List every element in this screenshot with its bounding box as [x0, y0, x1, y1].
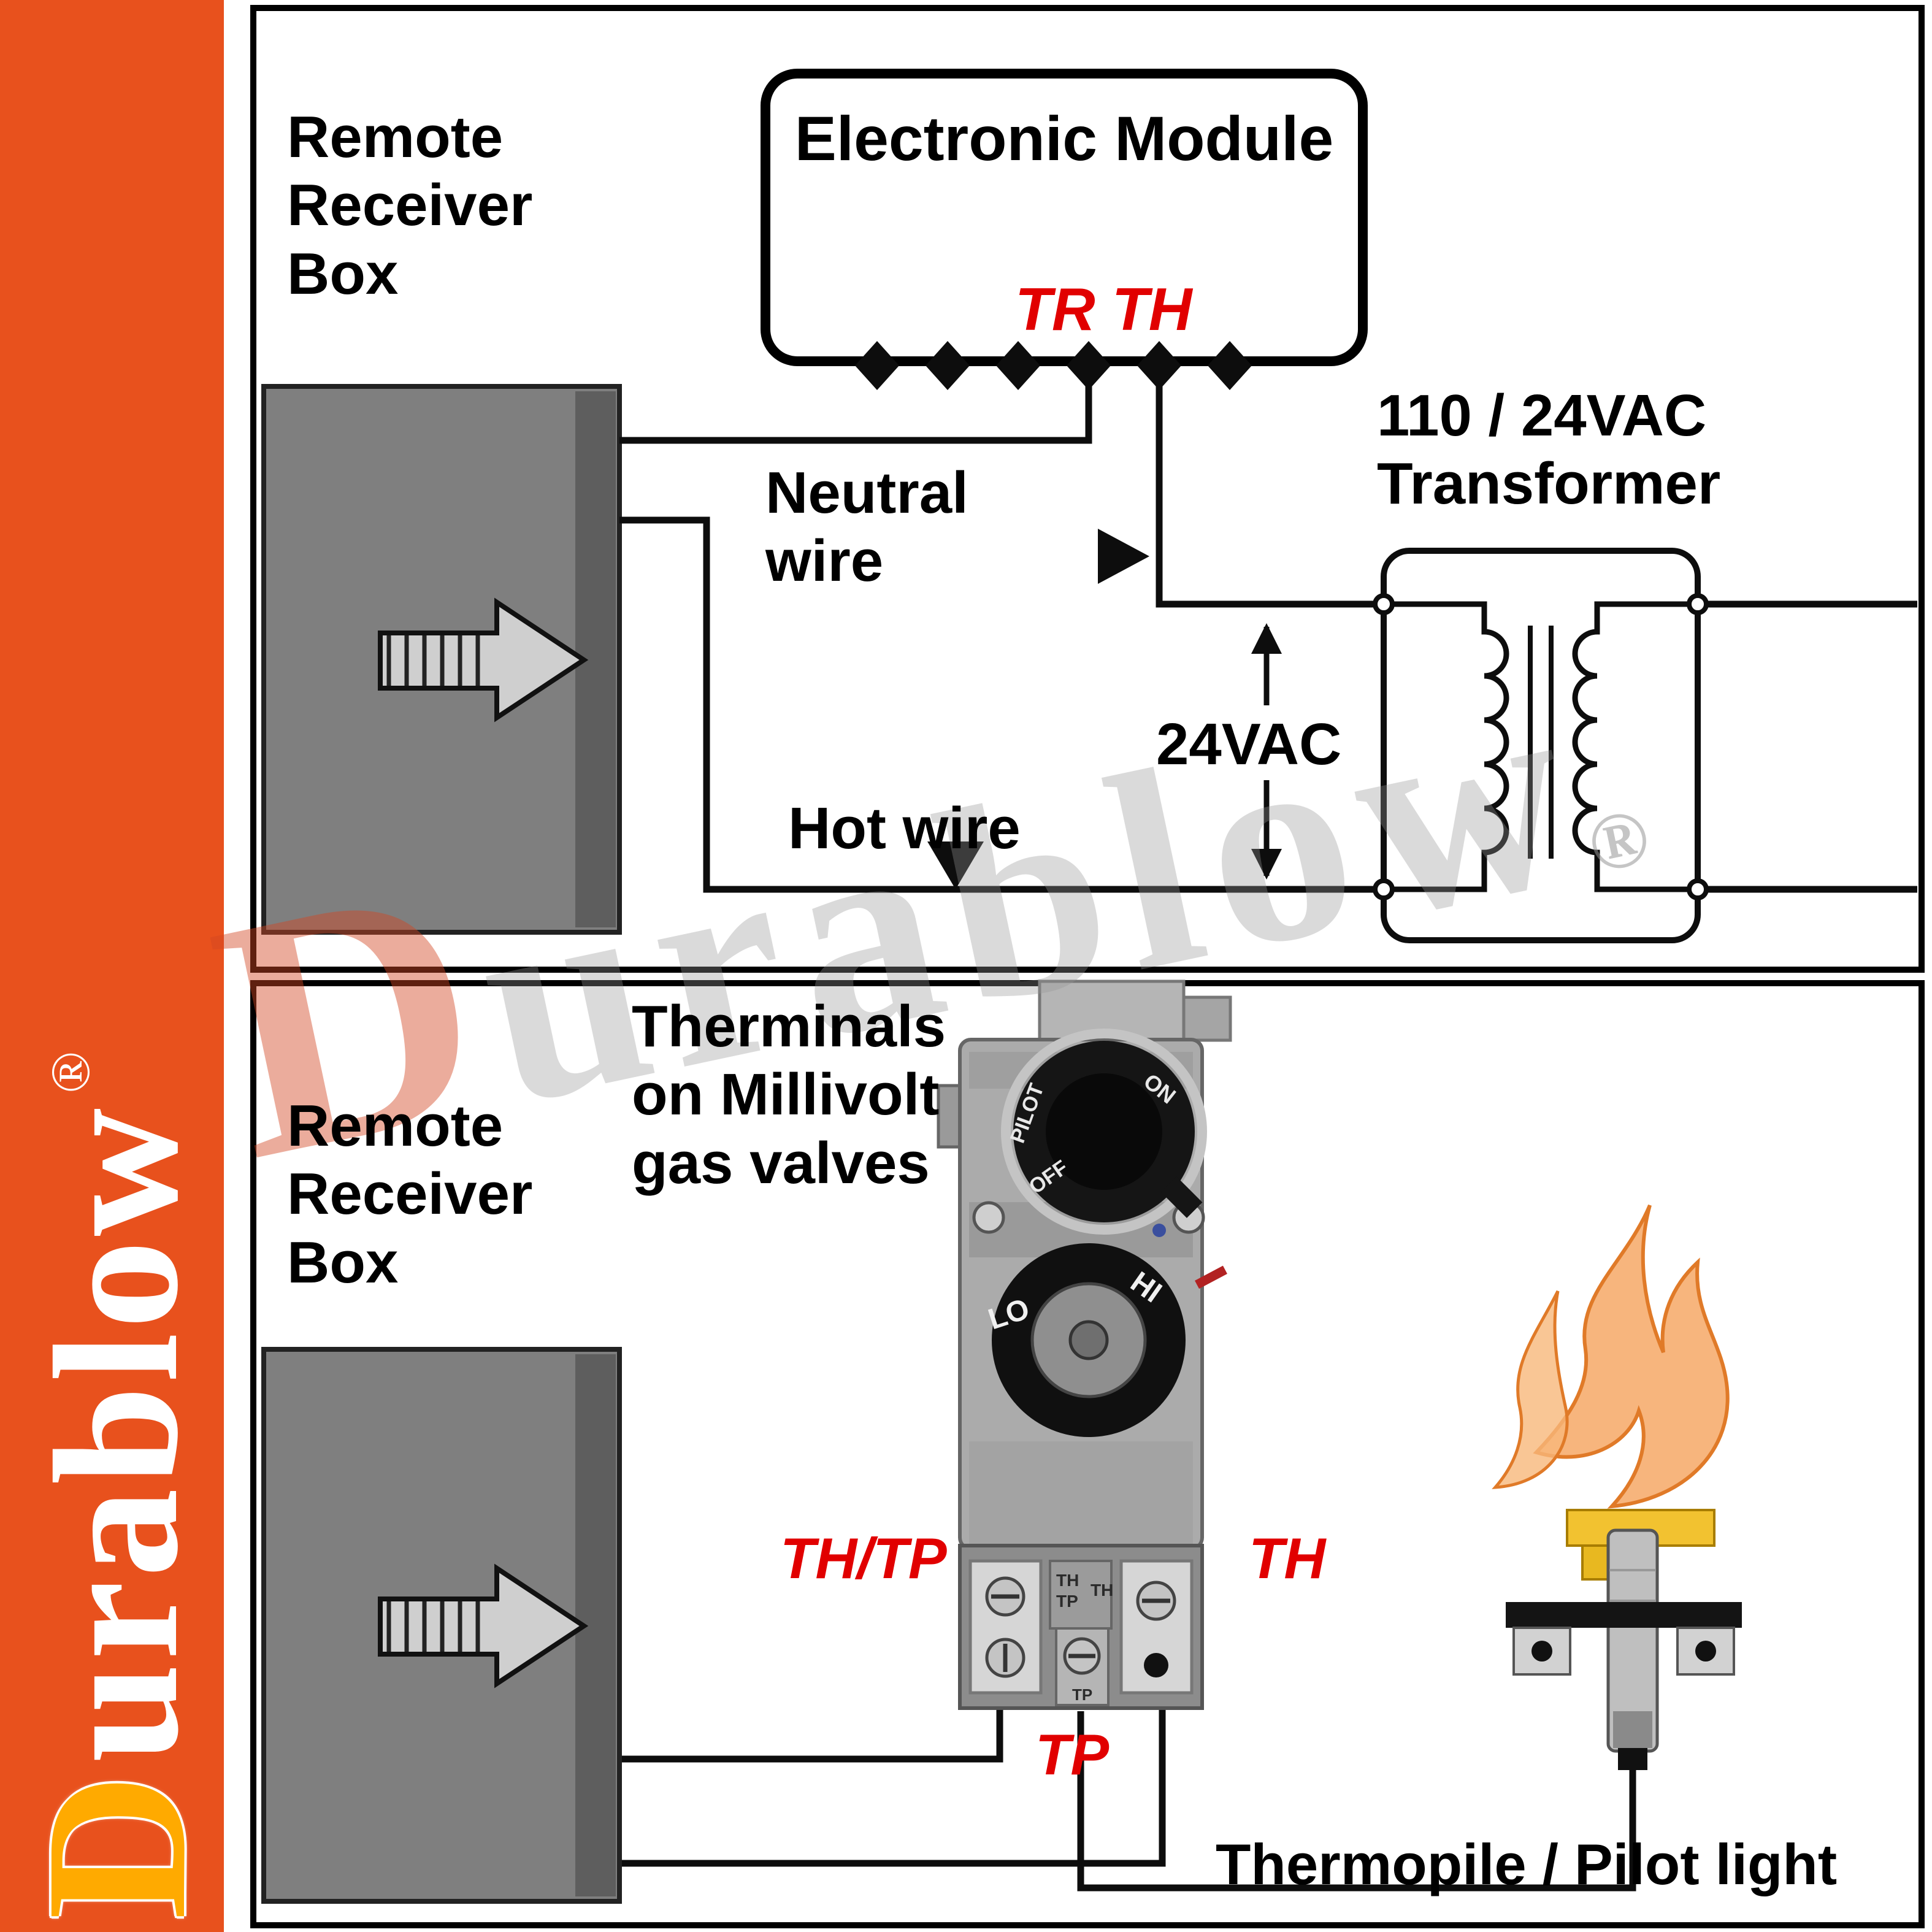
- transformer-secondary-coil: [1572, 601, 1690, 892]
- thermopile-lower: [1613, 1711, 1652, 1748]
- thermopile-pilot-label: Thermopile / Pilot light: [1216, 1832, 1838, 1896]
- arrow-hatching: [386, 635, 480, 686]
- electronic-module-title: Electronic Module: [794, 104, 1334, 174]
- wire-tr-to-receiver: [619, 367, 1092, 444]
- pilot-mount-bar: [1506, 1602, 1742, 1628]
- knob-bezel: [1001, 1029, 1207, 1235]
- wire-receiver-to-thtp: [622, 1699, 1003, 1763]
- neutral-wire-label: Neutral wire: [765, 460, 968, 594]
- wire-receiver-to-th: [622, 1699, 1166, 1867]
- remote-receiver-box-label-top: Remote Receiver Box: [287, 104, 533, 307]
- hot-arrowhead-icon: [927, 841, 984, 889]
- hot-wire-label: Hot wire: [788, 795, 1021, 861]
- terminal-hole: [1144, 1653, 1168, 1677]
- valve-blue-dot: [1152, 1224, 1166, 1237]
- wire-neutral: [1156, 367, 1378, 608]
- thermopile-pilot-graphic: [1506, 1509, 1742, 1770]
- transformer-terminal: [1687, 593, 1709, 615]
- wire-hot: [619, 516, 1378, 893]
- transformer-terminal: [1687, 878, 1709, 900]
- module-pin-th: [1137, 341, 1181, 390]
- top-wires: [619, 367, 1378, 893]
- pilot-knob-tab: [1160, 1176, 1203, 1218]
- module-terminal-pins: [855, 341, 1252, 390]
- valve-red-wire: [1194, 1265, 1227, 1289]
- module-pin: [996, 341, 1040, 390]
- bracket-hole: [1695, 1641, 1716, 1662]
- arrow-icon: [378, 597, 589, 723]
- arrow-icon: [378, 1563, 589, 1689]
- flame-small-icon: [1492, 1290, 1569, 1489]
- vac-arrowhead-down-icon: [1251, 849, 1282, 880]
- terminals-millivolt-label: Therminals on Millivolt gas valves: [632, 994, 946, 1196]
- vac-arrowhead-up-icon: [1251, 623, 1282, 654]
- flame-illustration: [1492, 1204, 1730, 1509]
- transformer-graphic: [1373, 548, 1917, 943]
- valve-body-band: [969, 1441, 1193, 1546]
- transformer-terminal: [1373, 878, 1395, 900]
- th-terminal-label: TH: [1249, 1526, 1326, 1590]
- hilo-dial-screw: [1068, 1320, 1109, 1360]
- module-pin-tr: [1067, 341, 1111, 390]
- electronic-module-box: Electronic Module: [761, 69, 1368, 366]
- pilot-bracket-right: [1676, 1627, 1735, 1676]
- valve-marking-tp-top: TP: [1056, 1592, 1078, 1611]
- valve-marking-tp-bottom: TP: [1072, 1685, 1092, 1704]
- wire-thermopile-to-tp: [1077, 1711, 1636, 1892]
- transformer-label: 110 / 24VAC Transformer: [1377, 383, 1721, 517]
- transformer-terminal: [1373, 593, 1395, 615]
- transformer-primary-coil: [1392, 601, 1509, 892]
- valve-marking-th-right: TH: [1091, 1581, 1113, 1600]
- gas-valve-graphic: ON PILOT OFF HI LO TH TP TH: [937, 979, 1232, 1710]
- remote-receiver-box-graphic-bottom: [261, 1347, 622, 1904]
- arrow-hatching: [386, 1601, 480, 1652]
- valve-top-bracket-tab: [1182, 995, 1232, 1042]
- tp-terminal-label: TP: [1035, 1722, 1110, 1787]
- bracket-hole: [1531, 1641, 1552, 1662]
- module-pin: [926, 341, 970, 390]
- tr-th-label: TR TH: [1015, 275, 1192, 343]
- pilot-knob-center: [1046, 1073, 1162, 1190]
- remote-receiver-box-graphic-top: [261, 384, 622, 935]
- valve-screw: [972, 1201, 1005, 1234]
- module-pin: [1208, 341, 1252, 390]
- bottom-wires: [622, 1699, 1636, 1892]
- transformer-box: [1381, 548, 1701, 943]
- remote-receiver-box-label-bottom: Remote Receiver Box: [287, 1093, 533, 1295]
- flame-big-icon: [1533, 1204, 1730, 1509]
- thermopile-tip: [1618, 1748, 1647, 1770]
- valve-marking-th-top: TH: [1056, 1571, 1079, 1590]
- brand-strip: [0, 0, 224, 1932]
- neutral-arrowhead-icon: [1098, 529, 1149, 584]
- vac-24-label: 24VAC: [1156, 711, 1342, 777]
- module-pin: [855, 341, 899, 390]
- th-tp-terminal-label: TH/TP: [780, 1526, 947, 1590]
